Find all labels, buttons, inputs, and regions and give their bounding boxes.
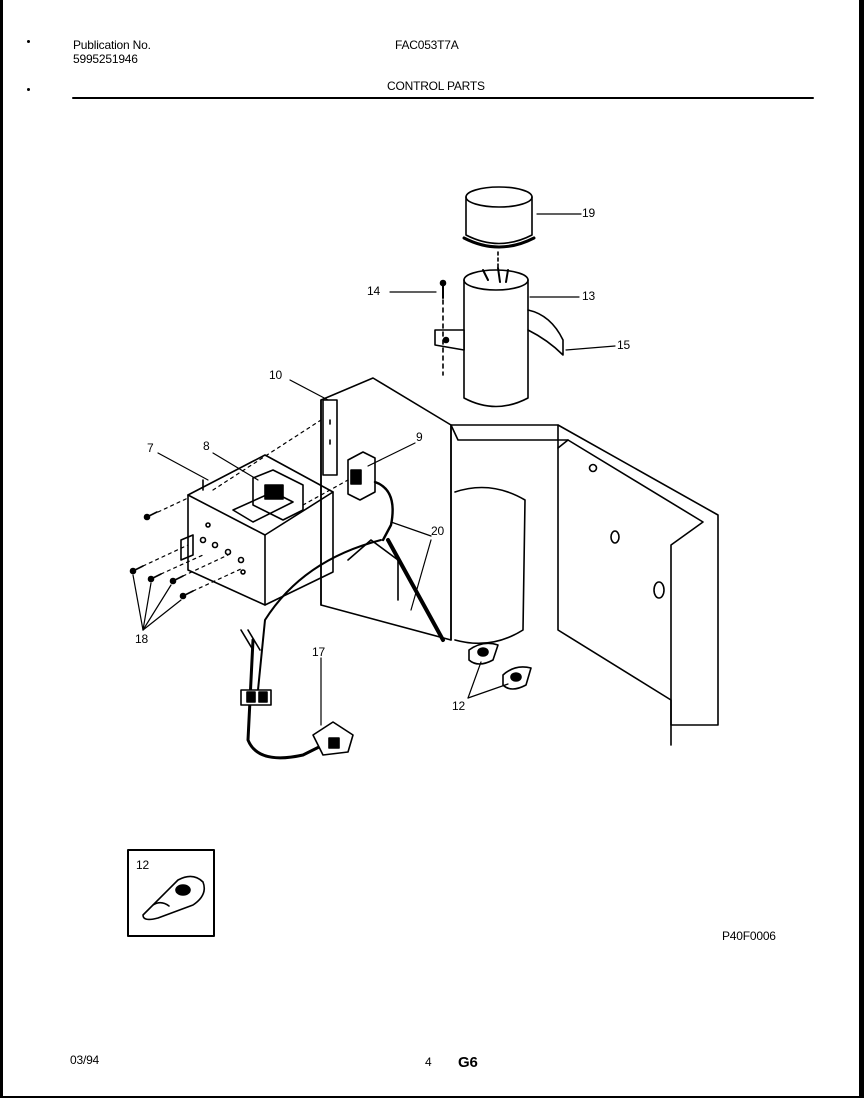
footer-code: G6 <box>458 1054 478 1071</box>
capacitor <box>463 279 529 408</box>
footer-date: 03/94 <box>70 1053 100 1067</box>
margin-dot <box>27 40 30 43</box>
terminal-strip <box>322 399 338 476</box>
publication-label: Publication No. <box>73 38 151 52</box>
capacitor-cover-top <box>465 186 533 208</box>
callout-19: 19 <box>582 206 595 220</box>
parts-sheet: Publication No. 5995251946 FAC053T7A CON… <box>3 0 859 1096</box>
screws <box>129 511 194 600</box>
exploded-parts-diagram <box>72 97 814 937</box>
power-cord <box>257 539 382 691</box>
section-title: CONTROL PARTS <box>387 79 485 93</box>
callout-14: 14 <box>367 284 380 298</box>
side-panel-top <box>450 424 719 726</box>
margin-dot <box>27 88 30 91</box>
capacitor-cover <box>465 196 533 245</box>
callout-17: 17 <box>312 645 325 659</box>
callout-18: 18 <box>135 632 148 646</box>
capacitor-top <box>463 269 529 291</box>
inset-label: 12 <box>136 858 149 872</box>
callout-7: 7 <box>147 441 154 455</box>
footer-page: 4 <box>425 1055 432 1069</box>
figure-code: P40F0006 <box>722 929 776 943</box>
inset-clip <box>142 875 206 921</box>
control-box <box>187 454 334 606</box>
callout-10: 10 <box>269 368 282 382</box>
callout-9: 9 <box>416 430 423 444</box>
callout-13: 13 <box>582 289 595 303</box>
callout-8: 8 <box>203 439 210 453</box>
panel-hole <box>610 530 620 544</box>
capacitor-strap <box>527 309 564 356</box>
side-panel-inner <box>557 424 672 746</box>
callout-15: 15 <box>617 338 630 352</box>
inset-frame <box>127 849 215 937</box>
publication-number: 5995251946 <box>73 52 138 66</box>
model-number: FAC053T7A <box>395 38 459 52</box>
callout-12: 12 <box>452 699 465 713</box>
panel-hole <box>653 581 665 599</box>
back-plate <box>320 377 452 641</box>
wire-harness <box>386 538 445 642</box>
callout-20: 20 <box>431 524 444 538</box>
duct-curve <box>454 486 526 645</box>
panel-hole <box>588 463 598 473</box>
